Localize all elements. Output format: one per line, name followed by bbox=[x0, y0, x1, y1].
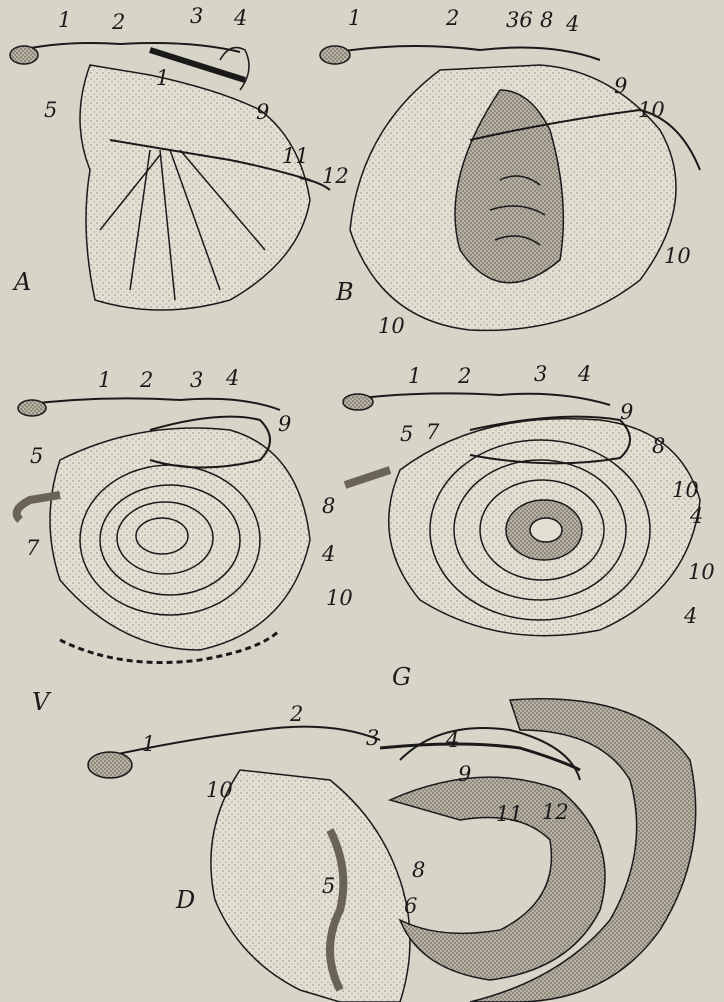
b-label-8: 8 bbox=[540, 10, 553, 31]
g-label-8: 8 bbox=[652, 436, 665, 457]
d-label-4: 4 bbox=[446, 730, 459, 751]
v-label-4a: 4 bbox=[226, 368, 239, 389]
panel-g-drawing bbox=[343, 393, 700, 635]
a-label-12: 12 bbox=[322, 166, 349, 187]
d-label-9: 9 bbox=[458, 764, 471, 785]
a-label-5: 5 bbox=[44, 100, 57, 121]
v-label-7: 7 bbox=[26, 538, 39, 559]
g-label-5: 5 bbox=[400, 424, 413, 445]
v-label-1: 1 bbox=[98, 370, 111, 391]
a-label-9: 9 bbox=[256, 102, 269, 123]
d-label-5: 5 bbox=[322, 876, 335, 897]
g-label-10b: 10 bbox=[688, 562, 715, 583]
g-label-9: 9 bbox=[620, 402, 633, 423]
panel-v-drawing bbox=[17, 398, 310, 662]
d-label-12: 12 bbox=[542, 802, 569, 823]
d-label-11: 11 bbox=[496, 804, 523, 825]
d-label-8: 8 bbox=[412, 860, 425, 881]
panel-label-v: V bbox=[32, 690, 49, 714]
g-label-3: 3 bbox=[534, 364, 547, 385]
g-label-2: 2 bbox=[458, 366, 471, 387]
a-label-1: 1 bbox=[58, 10, 71, 31]
g-label-7: 7 bbox=[426, 422, 439, 443]
g-label-4b: 4 bbox=[690, 506, 703, 527]
panel-label-d: D bbox=[176, 888, 195, 912]
v-label-2: 2 bbox=[140, 370, 153, 391]
a-label-3: 3 bbox=[190, 6, 203, 27]
b-label-10b: 10 bbox=[664, 246, 691, 267]
v-label-4b: 4 bbox=[322, 544, 335, 565]
b-label-10c: 10 bbox=[378, 316, 405, 337]
g-label-4a: 4 bbox=[578, 364, 591, 385]
a-label-11: 11 bbox=[282, 146, 309, 167]
d-label-6: 6 bbox=[404, 896, 417, 917]
g-label-10a: 10 bbox=[672, 480, 699, 501]
a-label-2: 2 bbox=[112, 12, 125, 33]
v-label-9: 9 bbox=[278, 414, 291, 435]
d-label-1: 1 bbox=[142, 734, 155, 755]
a-label-1b: 1 bbox=[156, 68, 169, 89]
b-label-9: 9 bbox=[614, 76, 627, 97]
g-label-1: 1 bbox=[408, 366, 421, 387]
d-label-10: 10 bbox=[206, 780, 233, 801]
b-label-36: 36 bbox=[506, 10, 533, 31]
b-label-1: 1 bbox=[348, 8, 361, 29]
v-label-5: 5 bbox=[30, 446, 43, 467]
v-label-3: 3 bbox=[190, 370, 203, 391]
d-label-2: 2 bbox=[290, 704, 303, 725]
d-label-3: 3 bbox=[366, 728, 379, 749]
v-label-10: 10 bbox=[326, 588, 353, 609]
b-label-2: 2 bbox=[446, 8, 459, 29]
panel-d-drawing bbox=[88, 699, 696, 1002]
b-label-10a: 10 bbox=[638, 100, 665, 121]
b-label-4: 4 bbox=[566, 14, 579, 35]
a-label-4: 4 bbox=[234, 8, 247, 29]
panel-b-drawing bbox=[320, 46, 700, 330]
panel-label-b: B bbox=[336, 280, 354, 304]
v-label-8: 8 bbox=[322, 496, 335, 517]
g-label-4c: 4 bbox=[684, 606, 697, 627]
panel-label-a: A bbox=[14, 270, 31, 294]
panel-a-drawing bbox=[10, 43, 330, 310]
panel-label-g: G bbox=[392, 665, 411, 689]
